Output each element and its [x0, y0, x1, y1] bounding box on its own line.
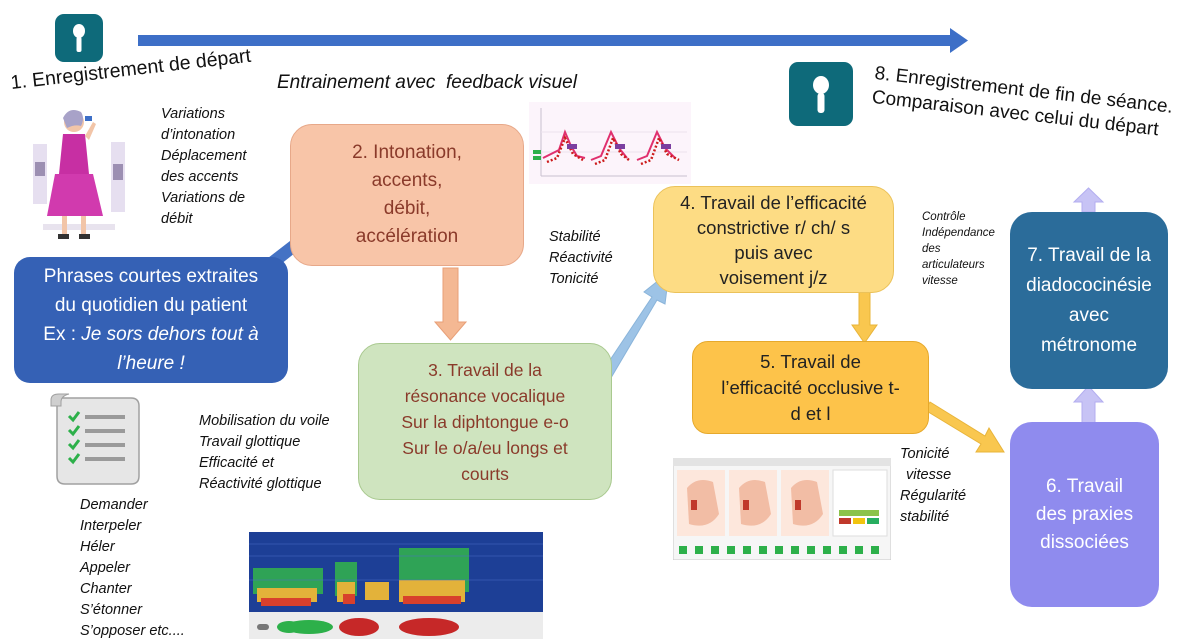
note-line: vitesse: [922, 275, 958, 287]
note-line: débit: [161, 211, 193, 227]
note-line: Régularité: [900, 488, 967, 504]
praxies-line: dissociées: [1040, 531, 1129, 553]
note-line: des accents: [161, 169, 239, 185]
resonance-line: 3. Travail de la: [428, 359, 542, 380]
note-line: Efficacité et: [199, 455, 274, 471]
checklist-icon: [50, 393, 140, 485]
note-line: Tonicité: [900, 446, 950, 462]
constrictive-box: 4. Travail de l’efficacité constrictive …: [653, 186, 894, 293]
praxies-box: 6. Travail des praxies dissociées: [1010, 422, 1159, 607]
resonance-line: résonance vocalique: [404, 385, 566, 406]
occlusive-line: l’efficacité occlusive t-: [721, 376, 900, 398]
feedback-subtitle: Entrainement avec feedback visuel: [277, 72, 577, 93]
occlusive-box: 5. Travail de l’efficacité occlusive t- …: [692, 341, 929, 434]
note-line: Mobilisation du voile: [199, 413, 330, 429]
note-line: Tonicité: [549, 271, 599, 287]
constrictive-line: constrictive r/ ch/ s: [696, 216, 851, 238]
phrases-line: du quotidien du patient: [54, 295, 248, 316]
singer-illustration: [33, 110, 125, 239]
occlusive-line: d et l: [790, 402, 831, 424]
note-line: stabilité: [900, 509, 950, 525]
resonance-box: 3. Travail de la résonance vocalique Sur…: [358, 343, 612, 500]
note-line: Travail glottique: [199, 434, 301, 450]
note-line: des: [922, 243, 941, 255]
diadococinesie-line: avec: [1068, 304, 1110, 326]
constrictive-line: 4. Travail de l’efficacité: [680, 191, 867, 213]
resonance-line: Sur le o/a/eu longs et: [402, 437, 568, 458]
resonance-line: courts: [461, 463, 509, 484]
note-line: Demander: [80, 497, 148, 513]
note-line: Indépendance: [922, 227, 995, 239]
arrow-constrictive-to-occlusive: [851, 291, 878, 344]
intonation-line: débit,: [383, 198, 431, 219]
demander-note: Demander Interpeler Héler Appeler Chante…: [80, 495, 185, 642]
arrow-occlusive-to-praxies: [924, 401, 1005, 453]
praxies-line: des praxies: [1035, 503, 1134, 525]
microphone-icon: [55, 14, 103, 62]
diadococinesie-line: métronome: [1040, 334, 1138, 356]
articulation-software-image: [673, 458, 891, 560]
phrases-box: Phrases courtes extraites du quotidien d…: [14, 257, 288, 383]
diadococinesie-line: 7. Travail de la: [1027, 244, 1151, 266]
note-line: Variations de: [161, 190, 246, 206]
phrases-example-text: Je sors dehors tout à: [81, 324, 259, 345]
note-line: d’intonation: [161, 127, 236, 143]
constrictive-line: puis avec: [734, 241, 813, 263]
diadococinesie-line: diadococinésie: [1026, 274, 1152, 296]
phrases-example-prefix: Ex :: [43, 324, 82, 345]
note-line: Réactivité: [549, 250, 613, 266]
intonation-line: accélération: [355, 226, 459, 247]
intonation-line: accents,: [371, 170, 443, 191]
praxies-line: 6. Travail: [1045, 475, 1124, 497]
resonance-line: Sur la diphtongue e-o: [401, 411, 569, 432]
tonicite-note: Tonicité vitesse Régularité stabilité: [900, 444, 966, 528]
note-line: Contrôle: [922, 211, 966, 223]
note-line: Déplacement: [161, 148, 247, 164]
note-line: Variations: [161, 106, 225, 122]
note-line: Chanter: [80, 581, 132, 597]
note-line: Stabilité: [549, 229, 601, 245]
note-line: Héler: [80, 539, 115, 555]
note-line: Interpeler: [80, 518, 142, 534]
note-line: S’étonner: [80, 602, 143, 618]
arrow-diadococinesie-to-end: [1072, 187, 1105, 213]
microphone-icon: [789, 62, 853, 126]
note-line: Appeler: [80, 560, 130, 576]
intonation-line: 2. Intonation,: [352, 142, 462, 163]
note-line: S’opposer etc....: [80, 623, 185, 639]
stabilite-note: Stabilité Réactivité Tonicité: [549, 227, 613, 290]
occlusive-line: 5. Travail de: [760, 350, 861, 372]
controle-note: Contrôle Indépendance des articulateurs …: [922, 209, 995, 289]
constrictive-line: voisement j/z: [719, 266, 828, 288]
intonation-box: 2. Intonation, accents, débit, accélérat…: [290, 124, 524, 266]
mobilisation-note: Mobilisation du voile Travail glottique …: [199, 411, 330, 495]
diadococinesie-box: 7. Travail de la diadococinésie avec mét…: [1010, 212, 1168, 389]
note-line: articulateurs: [922, 259, 985, 271]
note-line: Réactivité glottique: [199, 476, 322, 492]
note-line: vitesse: [906, 467, 952, 483]
spectrogram-image: [249, 532, 543, 639]
arrow-intonation-to-resonance: [433, 267, 468, 341]
pitch-graph-image: [529, 102, 691, 184]
variations-note: Variations d’intonation Déplacement des …: [161, 104, 246, 230]
phrases-line: Phrases courtes extraites: [43, 266, 259, 287]
phrases-line: l’heure !: [117, 353, 185, 374]
